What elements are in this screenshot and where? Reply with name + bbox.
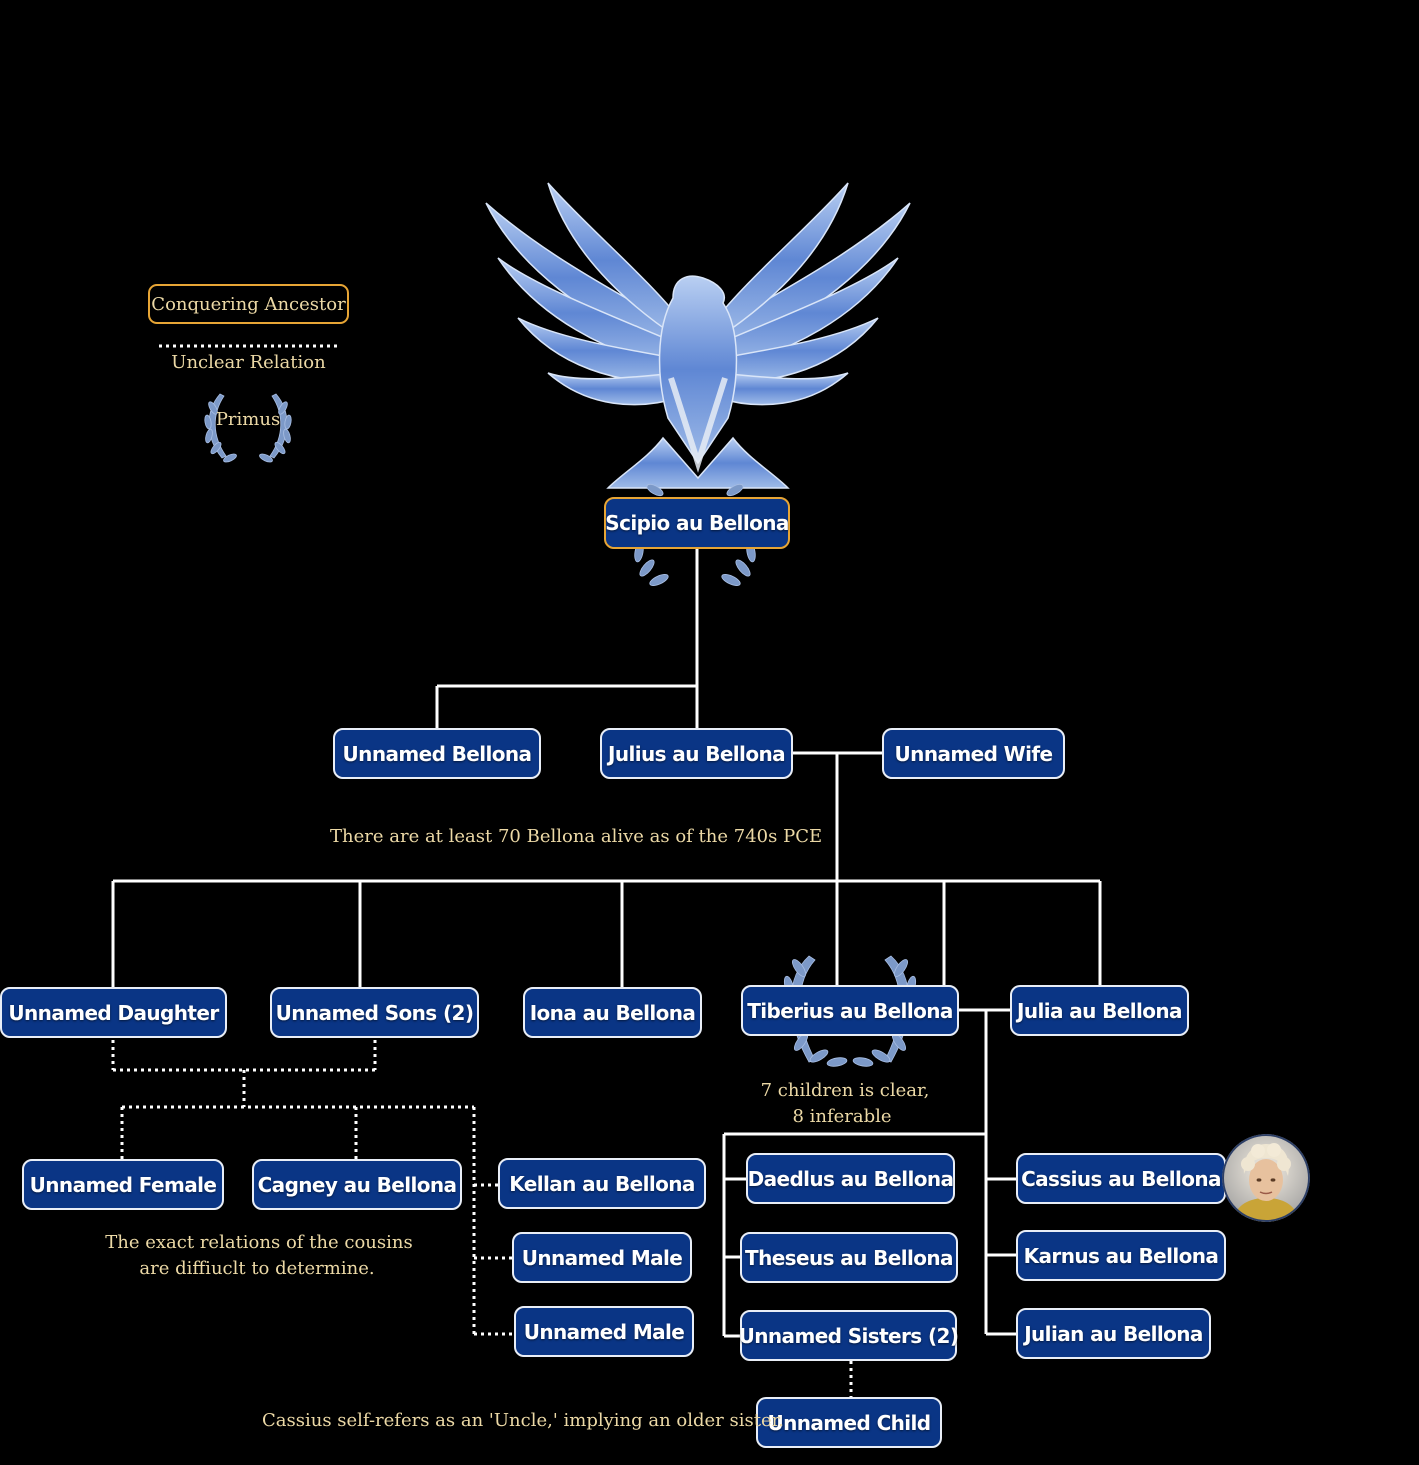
note-uncle: Cassius self-refers as an 'Uncle,' imply… bbox=[262, 1410, 784, 1431]
node-unnamed-male-1[interactable]: Unnamed Male bbox=[512, 1232, 692, 1283]
laurel-wreath-icon bbox=[204, 393, 292, 463]
node-julian[interactable]: Julian au Bellona bbox=[1016, 1308, 1211, 1359]
note-children-line2: 8 inferable bbox=[792, 1106, 892, 1127]
note-children-line1: 7 children is clear, bbox=[760, 1080, 930, 1101]
node-julia[interactable]: Julia au Bellona bbox=[1010, 985, 1189, 1036]
node-karnus[interactable]: Karnus au Bellona bbox=[1016, 1230, 1226, 1281]
node-unnamed-wife[interactable]: Unnamed Wife bbox=[882, 728, 1065, 779]
note-cousins-line2: are diffiuclt to determine. bbox=[139, 1258, 375, 1279]
node-scipio[interactable]: Scipio au Bellona bbox=[604, 497, 790, 549]
legend-primus: Primus bbox=[215, 409, 281, 430]
node-unnamed-child[interactable]: Unnamed Child bbox=[756, 1397, 942, 1448]
node-julius[interactable]: Julius au Bellona bbox=[600, 728, 793, 779]
eagle-crest-icon bbox=[485, 182, 911, 489]
node-unnamed-sisters[interactable]: Unnamed Sisters (2) bbox=[739, 1310, 959, 1361]
node-unnamed-daughter[interactable]: Unnamed Daughter bbox=[0, 987, 227, 1038]
note-population: There are at least 70 Bellona alive as o… bbox=[330, 826, 823, 847]
node-iona[interactable]: Iona au Bellona bbox=[523, 987, 702, 1038]
node-kellan[interactable]: Kellan au Bellona bbox=[498, 1158, 706, 1209]
node-unnamed-sons[interactable]: Unnamed Sons (2) bbox=[270, 987, 479, 1038]
node-unnamed-male-2[interactable]: Unnamed Male bbox=[514, 1306, 694, 1357]
node-cassius[interactable]: Cassius au Bellona bbox=[1016, 1153, 1226, 1204]
node-cagney[interactable]: Cagney au Bellona bbox=[252, 1159, 462, 1210]
node-unnamed-bellona[interactable]: Unnamed Bellona bbox=[333, 728, 541, 779]
laurel-wreath-icon bbox=[634, 483, 756, 586]
node-unnamed-female[interactable]: Unnamed Female bbox=[22, 1159, 224, 1210]
legend-conquering-ancestor: Conquering Ancestor bbox=[148, 284, 349, 324]
cassius-portrait bbox=[1222, 1134, 1310, 1222]
legend-unclear-relation: Unclear Relation bbox=[171, 352, 326, 373]
node-tiberius[interactable]: Tiberius au Bellona bbox=[741, 985, 959, 1036]
node-daedlus[interactable]: Daedlus au Bellona bbox=[746, 1153, 955, 1204]
node-theseus[interactable]: Theseus au Bellona bbox=[740, 1232, 958, 1283]
note-cousins-line1: The exact relations of the cousins bbox=[105, 1232, 413, 1253]
